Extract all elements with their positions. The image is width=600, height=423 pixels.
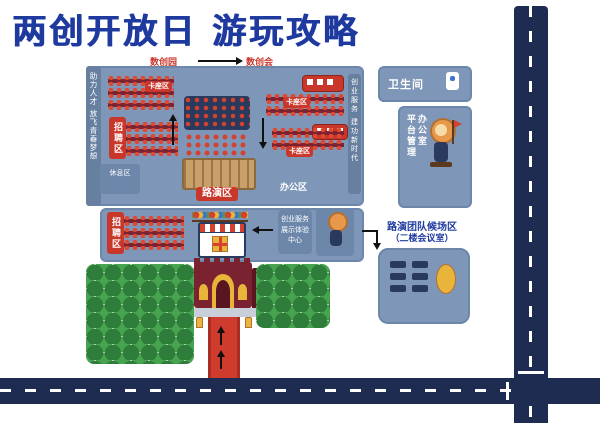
top-arrow-line xyxy=(198,60,236,62)
zone-tag-kazuo-a: 卡座区 xyxy=(145,81,172,92)
toilet-icon-detail xyxy=(450,76,455,81)
office-label-col2: 办公室 xyxy=(416,114,426,147)
food-truck xyxy=(302,75,344,92)
arrow-line xyxy=(262,118,264,142)
arrow-up-icon xyxy=(217,326,225,333)
bollard xyxy=(245,317,252,328)
arrow-down-icon xyxy=(373,243,381,250)
bushes-left xyxy=(86,264,194,364)
awning xyxy=(200,224,244,233)
conference-tables xyxy=(390,256,406,297)
arrow-line xyxy=(220,357,222,369)
bushes-right xyxy=(256,264,330,328)
arrow-right-icon xyxy=(236,57,243,65)
mascot-face xyxy=(435,124,447,136)
mascot-body xyxy=(330,230,342,246)
arrow-line xyxy=(259,229,273,231)
arrow-up-icon xyxy=(217,350,225,357)
top-label-left: 数创园 xyxy=(150,58,178,68)
rest-area-box: 休息区 xyxy=(100,164,140,194)
waiting-area-label-line2: （二楼会议室） xyxy=(390,234,454,244)
zone-tag-kazuo-b: 卡座区 xyxy=(283,97,310,108)
road-centerline-vertical xyxy=(529,6,532,376)
entrance-window xyxy=(199,284,208,300)
right-strip-line1: 创业服务 xyxy=(350,78,359,114)
tables-cluster xyxy=(126,120,178,158)
stop-line-left xyxy=(506,382,509,400)
service-center-box: 创业服务 展示体验 中心 xyxy=(278,210,312,254)
service-line1: 创业服务 xyxy=(281,215,309,223)
entrance-window xyxy=(238,284,247,300)
entrance-door xyxy=(216,280,230,308)
stage-platform xyxy=(182,158,256,190)
mascot-head xyxy=(328,212,348,232)
rest-area-label: 休息区 xyxy=(109,169,131,177)
toilet-icon xyxy=(446,72,459,90)
stop-line-top xyxy=(518,371,544,374)
arrow-line xyxy=(376,230,378,244)
tables-cluster xyxy=(272,126,344,152)
balloon-arch xyxy=(192,210,248,222)
zone-tag-kazuo-c: 卡座区 xyxy=(286,146,313,157)
entrance-crenellation xyxy=(194,258,252,264)
office-label-col1: 平台管理 xyxy=(405,114,415,158)
slogan-text: 助力人才 放飞青春梦想 xyxy=(89,72,98,161)
mascot-base xyxy=(430,162,452,167)
service-line3: 中心 xyxy=(288,236,302,244)
zone-tag-zhaopin-upper: 招聘区 xyxy=(109,117,126,159)
tables-cluster xyxy=(124,214,184,252)
oval-table xyxy=(436,264,456,294)
arrow-down-icon xyxy=(259,142,267,149)
mascot-body xyxy=(434,142,448,162)
page-title: 两创开放日 游玩攻略 xyxy=(12,12,360,52)
slogan-strip: 助力人才 放飞青春梦想 xyxy=(86,66,101,206)
flag-pole xyxy=(452,120,454,144)
right-strip-line2: 建功新时代 xyxy=(350,118,359,163)
arrow-left-icon xyxy=(252,226,259,234)
entrance-steps xyxy=(184,308,262,317)
zone-tag-bangong: 办公区 xyxy=(280,183,308,193)
stage-backdrop xyxy=(184,96,250,130)
arrow-line xyxy=(362,230,378,232)
waiting-area-label-line1: 路演团队候场区 xyxy=(387,222,457,233)
audience-seats xyxy=(186,134,248,156)
gift-box xyxy=(212,236,228,252)
bollard xyxy=(196,317,203,328)
restroom-label: 卫生间 xyxy=(388,78,424,91)
zone-tag-zhaopin-lower: 招聘区 xyxy=(107,212,124,254)
tables-cluster xyxy=(108,74,174,112)
conference-tables xyxy=(412,256,428,297)
arrow-up-icon xyxy=(169,114,177,121)
arrow-line xyxy=(220,333,222,345)
road-centerline-horizontal xyxy=(0,389,512,392)
flag-icon xyxy=(454,120,462,128)
arrow-line xyxy=(172,121,174,145)
road-centerline-vertical-lower xyxy=(529,406,532,423)
service-line2: 展示体验 xyxy=(281,225,309,234)
right-strip: 创业服务 建功新时代 xyxy=(348,74,361,194)
zone-tag-luyan: 路演区 xyxy=(196,187,238,201)
top-label-right: 数创会 xyxy=(246,58,274,68)
